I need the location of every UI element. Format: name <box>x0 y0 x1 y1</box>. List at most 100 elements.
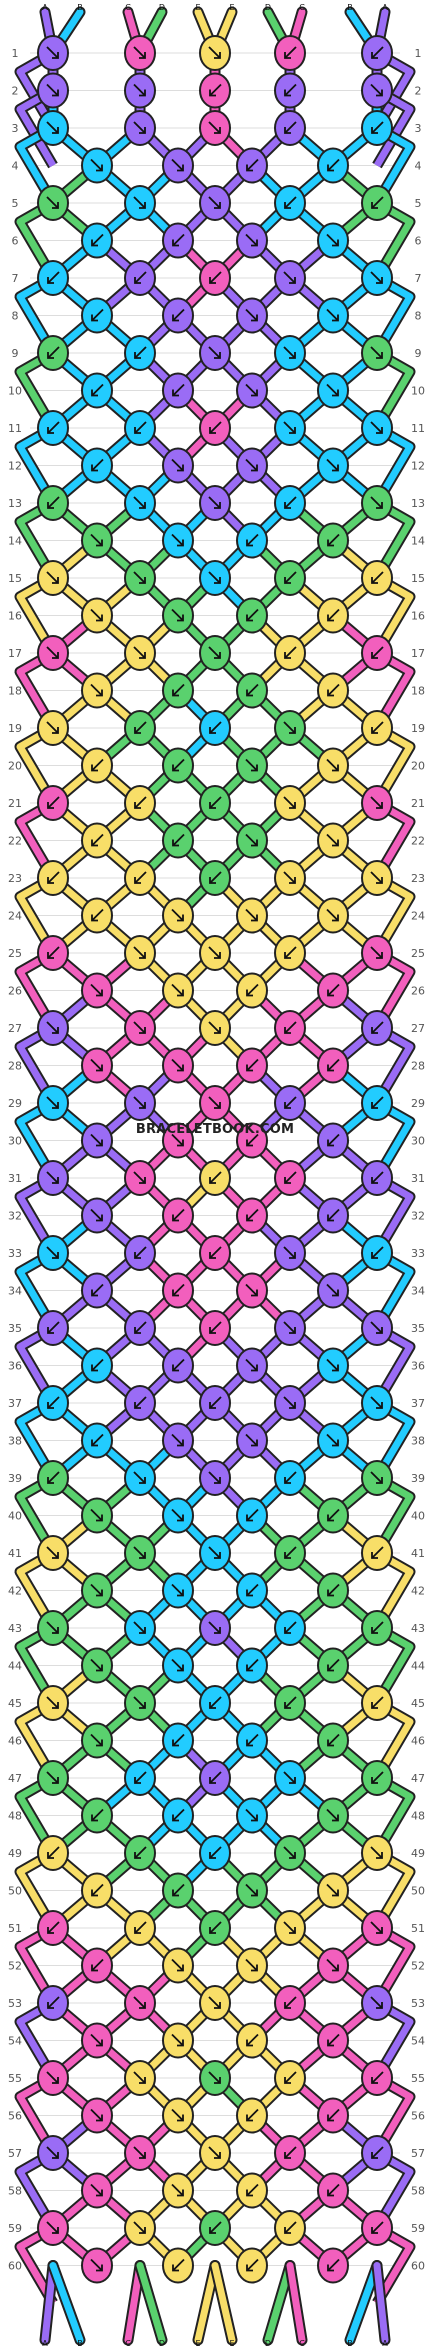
row-number-right: 56 <box>411 2110 425 2123</box>
arrow-down-right-icon <box>245 833 258 847</box>
arrow-down-left-icon <box>371 2071 384 2084</box>
arrow-down-left-icon <box>172 308 185 322</box>
row-number-right: 50 <box>411 1885 425 1898</box>
arrow-down-left-icon <box>284 2071 297 2084</box>
row-number-left: 16 <box>8 610 22 623</box>
arrow-down-right-icon <box>245 383 258 397</box>
knot <box>361 1535 393 1571</box>
knot <box>274 935 306 971</box>
knot <box>361 860 393 896</box>
knot <box>124 1310 156 1346</box>
knot <box>236 222 268 259</box>
row-number-left: 56 <box>8 2110 22 2123</box>
row-number-left: 57 <box>8 2147 22 2160</box>
arrow-down-right-icon <box>171 1133 184 1147</box>
arrow-down-right-icon <box>171 2108 184 2122</box>
row-number-left: 49 <box>8 1847 22 1860</box>
arrow-down-left-icon <box>209 421 222 434</box>
arrow-down-right-icon <box>46 1771 59 1784</box>
arrow-down-right-icon <box>133 83 146 97</box>
knot <box>124 560 156 596</box>
arrow-down-left-icon <box>172 683 185 697</box>
row-number-left: 45 <box>8 1697 22 1710</box>
row-number-right: 51 <box>411 1922 425 1935</box>
top-strand-label: C <box>125 3 131 12</box>
bottom-strand-label: C <box>125 2339 131 2348</box>
arrow-down-right-icon <box>90 2033 103 2047</box>
arrow-down-left-icon <box>91 233 104 247</box>
knot <box>317 1272 349 1309</box>
knot <box>81 1797 113 1834</box>
knot <box>361 1010 393 1046</box>
strand-stub <box>373 2262 389 2344</box>
arrow-down-left-icon <box>246 683 259 697</box>
knot <box>124 260 156 296</box>
row-number-right: 27 <box>411 1022 425 1035</box>
arrow-down-right-icon <box>171 2033 184 2047</box>
row-number-right: 58 <box>411 2185 425 2198</box>
arrow-down-left-icon <box>246 608 259 622</box>
knot <box>162 372 194 409</box>
knot <box>199 185 231 221</box>
arrow-down-right-icon <box>171 458 184 472</box>
knot <box>361 72 393 109</box>
bottom-strand-label: D <box>265 2339 271 2348</box>
row-number-right: 22 <box>411 835 425 848</box>
knot <box>37 72 69 109</box>
arrow-down-right-icon <box>90 1133 103 1147</box>
row-number-right: 40 <box>411 1510 425 1523</box>
knot <box>361 785 393 821</box>
arrow-down-right-icon <box>46 1696 59 1709</box>
knot <box>81 822 113 859</box>
arrow-down-right-icon <box>370 83 383 97</box>
knot <box>274 2210 306 2246</box>
arrow-down-left-icon <box>172 233 185 247</box>
knot <box>317 372 349 409</box>
row-number-left: 5 <box>12 197 19 210</box>
knot <box>317 1797 349 1834</box>
arrow-down-right-icon <box>245 1808 258 1822</box>
arrow-down-right-icon <box>133 1021 146 1034</box>
knot <box>81 1047 113 1084</box>
row-number-right: 29 <box>411 1097 425 1110</box>
knot <box>81 447 113 484</box>
knot <box>361 1085 393 1121</box>
row-number-right: 32 <box>411 1210 425 1223</box>
knot <box>199 260 231 296</box>
knot <box>274 335 306 371</box>
knot <box>124 1085 156 1121</box>
arrow-down-right-icon <box>133 1696 146 1709</box>
knot <box>361 335 393 371</box>
arrow-down-right-icon <box>370 421 383 434</box>
knot <box>162 897 194 934</box>
knot <box>274 185 306 221</box>
knot <box>236 1572 268 1609</box>
arrow-down-right-icon <box>283 271 296 284</box>
row-number-left: 60 <box>8 2260 22 2273</box>
arrow-down-right-icon <box>46 121 59 134</box>
row-number-right: 5 <box>415 197 422 210</box>
row-number-right: 36 <box>411 1360 425 1373</box>
row-number-right: 55 <box>411 2072 425 2085</box>
bottom-strand-label: C <box>299 2339 305 2348</box>
arrow-down-right-icon <box>171 1583 184 1597</box>
knot <box>274 710 306 746</box>
arrow-down-left-icon <box>47 796 60 809</box>
knot <box>81 1872 113 1909</box>
knot <box>361 485 393 521</box>
row-number-left: 42 <box>8 1585 22 1598</box>
arrow-down-right-icon <box>46 1021 59 1034</box>
arrow-down-right-icon <box>46 2146 59 2159</box>
arrow-down-left-icon <box>47 1321 60 1334</box>
arrow-down-left-icon <box>327 1733 340 1747</box>
knot <box>361 1460 393 1496</box>
row-number-left: 6 <box>12 235 19 248</box>
arrow-down-right-icon <box>46 1546 59 1559</box>
knot <box>124 860 156 896</box>
row-number-left: 23 <box>8 872 22 885</box>
arrow-down-right-icon <box>133 46 146 59</box>
knot <box>274 1085 306 1121</box>
arrow-down-left-icon <box>327 2108 340 2122</box>
knot <box>274 72 306 109</box>
knot <box>81 2247 113 2284</box>
